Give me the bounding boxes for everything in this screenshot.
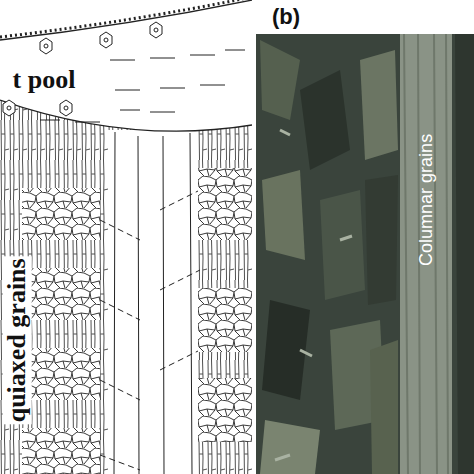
region-label: quiaxed grains <box>3 256 32 424</box>
panel-letter: (b) <box>272 5 300 29</box>
schematic-panel <box>0 0 252 474</box>
region-label: Columnar grains <box>417 134 437 266</box>
micrograph-panel <box>256 34 474 474</box>
region-label: t pool <box>11 66 78 95</box>
